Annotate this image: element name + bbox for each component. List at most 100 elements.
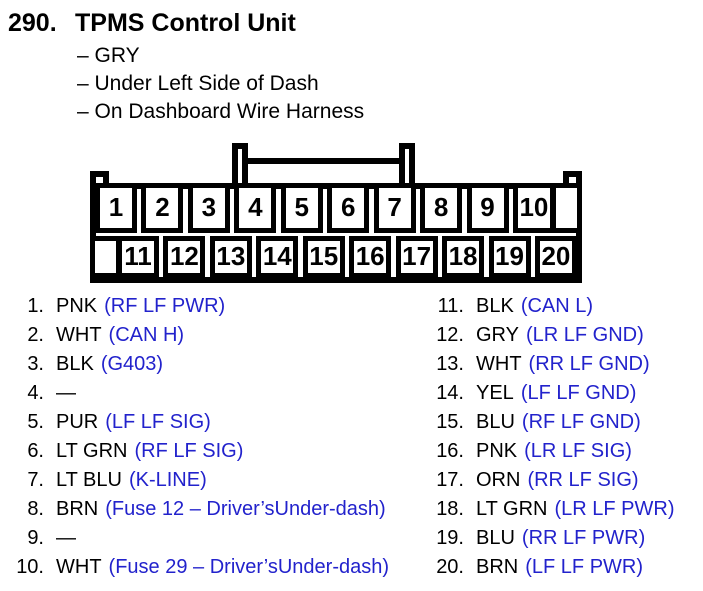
signal-label: (RF LF PWR) (104, 295, 226, 317)
pin-entry: 10.WHT(Fuse 29 – Driver’sUnder-dash) (0, 553, 389, 582)
signal-label: (LF LF SIG) (105, 411, 211, 433)
wire-color: BLU (476, 411, 515, 433)
pin-entry: 9.— (0, 524, 389, 553)
wire-color: BLK (476, 295, 514, 317)
signal-label: (LF LF PWR) (525, 556, 644, 578)
pin-number: 15. (436, 411, 464, 433)
pin-cell: 3 (187, 183, 230, 233)
pin-cell: 17 (395, 236, 438, 278)
pin-entry: 19. BLU (RR LF PWR) (420, 524, 675, 553)
pin-number: 19. (436, 527, 464, 549)
pin-entry: 13. WHT (RR LF GND) (420, 350, 675, 379)
detail-line: – GRY (77, 44, 140, 67)
pin-entry: 14. YEL (LF LF GND) (420, 379, 675, 408)
wire-color: ORN (476, 469, 521, 491)
pin-list-left: 1.PNK(RF LF PWR) 2. WHT (CAN H) 3. BLK (G403… (0, 292, 389, 582)
latch-bar (246, 158, 402, 164)
pin-number: 2. (27, 324, 44, 346)
pin-row-bottom: 11 12 13 14 15 16 17 18 19 20 (117, 236, 577, 278)
pin-entry: 6.LT GRN(RF LF SIG) (0, 437, 389, 466)
pin-number: 6. (27, 440, 44, 462)
pin-number: 1. (27, 295, 44, 317)
pin-entry: 17.ORN(RR LF SIG) (420, 466, 675, 495)
section-title-text: TPMS Control Unit (75, 9, 296, 37)
pin-cell: 6 (327, 183, 370, 233)
wire-color: BLK (56, 353, 94, 375)
signal-label: (LF LF GND) (520, 382, 637, 404)
pin-entry: 8.BRN(Fuse 12 – Driver’sUnder-dash) (0, 495, 389, 524)
pin-entry: 7.LT BLU(K-LINE) (0, 466, 389, 495)
signal-label: (RR LF PWR) (521, 527, 646, 549)
detail-line: – Under Left Side of Dash (77, 72, 319, 95)
pin-entry: 15. BLU (RF LF GND) (420, 408, 675, 437)
pin-number: 3. (27, 353, 44, 375)
pin-cell: 19 (488, 236, 531, 278)
pin-number: 7. (27, 469, 44, 491)
signal-label: (RR LF SIG) (527, 469, 639, 491)
pin-cell: 5 (280, 183, 323, 233)
signal-label: (RR LF GND) (528, 353, 650, 375)
pin-number: 12. (436, 324, 464, 346)
pin-cell: 15 (302, 236, 345, 278)
pin-entry: 11. BLK (CAN L) (420, 292, 675, 321)
section-number: 290. (8, 9, 57, 37)
wire-color: WHT (56, 324, 102, 346)
pin-entry: 16.PNK(LR LF SIG) (420, 437, 675, 466)
pin-number: 18. (436, 498, 464, 520)
pin-entry: 20. BRN (LF LF PWR) (420, 553, 675, 582)
signal-label: (CAN H) (108, 324, 185, 346)
signal-label: (G403) (100, 353, 164, 375)
pin-row-top: 1 2 3 4 5 6 7 8 9 10 (95, 183, 555, 233)
pin-cell: 16 (349, 236, 392, 278)
wire-color: BRN (56, 498, 99, 520)
signal-label: (LR LF PWR) (554, 498, 675, 520)
pin-cell: 8 (420, 183, 463, 233)
pin-cell: 1 (95, 183, 137, 233)
pin-number: 14. (436, 382, 464, 404)
signal-label: (LR LF GND) (525, 324, 644, 346)
wire-color: LT GRN (56, 440, 128, 462)
wire-color: YEL (476, 382, 514, 404)
pin-number: 13. (436, 353, 464, 375)
pin-cell: 4 (234, 183, 277, 233)
signal-label: (K-LINE) (128, 469, 207, 491)
pin-number: 11. (437, 295, 464, 317)
pin-entry: 18.LT GRN(LR LF PWR) (420, 495, 675, 524)
wire-color: — (56, 382, 76, 404)
pin-cell: 2 (141, 183, 184, 233)
blank-cavity-bottom-left (90, 236, 121, 278)
pin-number: 5. (27, 411, 44, 433)
signal-label: (CAN L) (520, 295, 594, 317)
signal-label: (Fuse 12 – Driver’sUnder-dash) (105, 498, 386, 520)
pin-number: 16. (436, 440, 464, 462)
pin-entry: 1.PNK(RF LF PWR) (0, 292, 389, 321)
wire-color: GRY (476, 324, 519, 346)
detail-line: – On Dashboard Wire Harness (77, 100, 365, 123)
section-title: 290. TPMS Control Unit (0, 9, 703, 39)
pin-cell: 20 (534, 236, 577, 278)
pin-cell: 11 (117, 236, 159, 278)
wire-color: BLU (476, 527, 515, 549)
wire-color: BRN (476, 556, 519, 578)
signal-label: (RF LF GND) (521, 411, 641, 433)
pin-list-right: 11. BLK (CAN L) 12. GRY (LR LF GND) 13. WHT (R… (420, 292, 675, 582)
wire-color: WHT (476, 353, 522, 375)
signal-label: (Fuse 29 – Driver’sUnder-dash) (108, 556, 390, 578)
connector-details: – GRY – Under Left Side of Dash – On Das… (77, 42, 364, 126)
pin-entry: 4. — (0, 379, 389, 408)
signal-label: (LR LF SIG) (524, 440, 632, 462)
pin-cell: 10 (512, 183, 555, 233)
pin-entry: 5.PUR(LF LF SIG) (0, 408, 389, 437)
blank-cavity-top-right (551, 183, 582, 233)
pin-entry: 3. BLK (G403) (0, 350, 389, 379)
pin-cell: 14 (256, 236, 299, 278)
pin-number: 4. (27, 382, 44, 404)
pin-cell: 9 (466, 183, 509, 233)
pin-number: 10. (16, 556, 44, 578)
pin-number: 20. (436, 556, 464, 578)
pin-cell: 12 (163, 236, 206, 278)
pin-entry: 2. WHT (CAN H) (0, 321, 389, 350)
pin-cell: 13 (209, 236, 252, 278)
pin-number: 9. (27, 527, 44, 549)
pin-cell: 18 (442, 236, 485, 278)
